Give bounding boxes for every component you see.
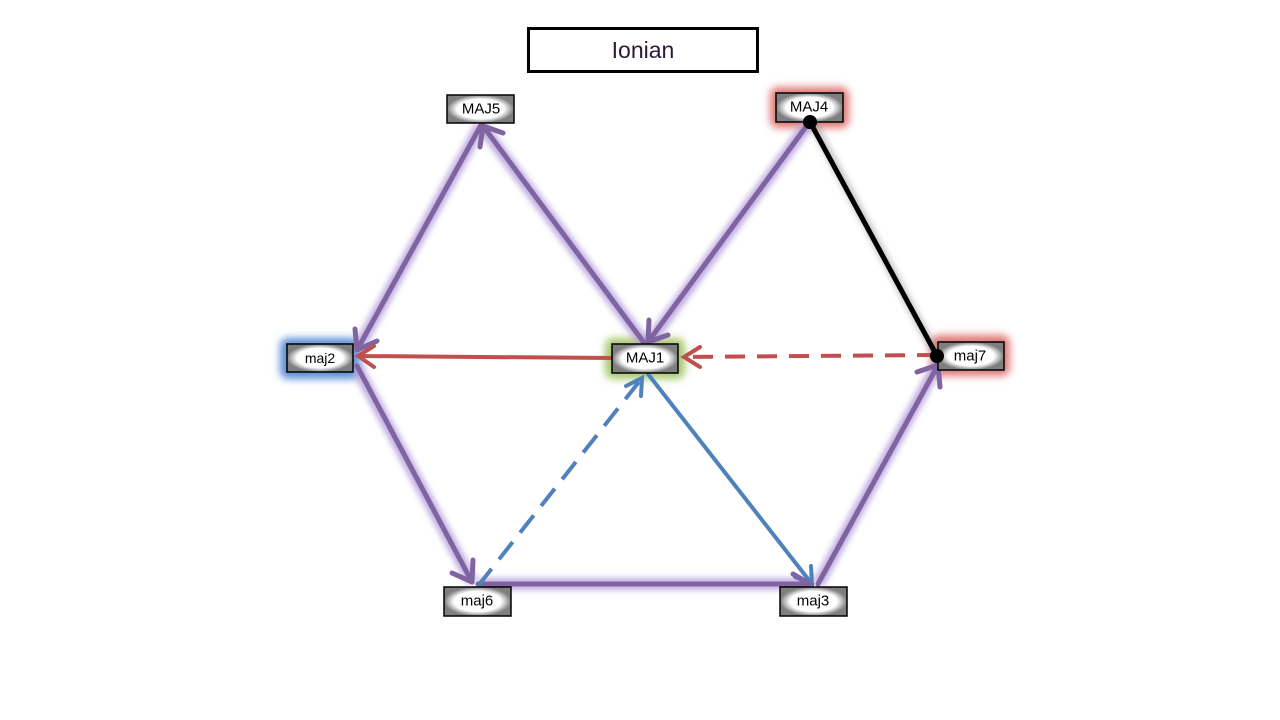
edge-maj1-to-maj3: [646, 372, 815, 588]
node-label: maj3: [797, 593, 830, 610]
node-maj7[interactable]: maj7: [937, 341, 1005, 371]
edge-maj2-to-maj6: [354, 363, 476, 585]
node-maj1[interactable]: MAJ1: [611, 343, 679, 374]
node-label: maj6: [461, 593, 494, 610]
edge-maj7-to-maj1-dashed: [680, 345, 938, 369]
node-maj5[interactable]: MAJ5: [446, 94, 515, 124]
diagram-title: Ionian: [527, 27, 759, 73]
edge-maj4-to-maj1: [645, 121, 811, 345]
edge-maj3-to-maj7: [815, 362, 943, 587]
node-label: maj7: [954, 348, 987, 365]
node-label: MAJ5: [462, 101, 500, 118]
node-maj6[interactable]: maj6: [443, 586, 512, 617]
node-maj3[interactable]: maj3: [779, 586, 848, 617]
node-label: maj2: [305, 350, 336, 366]
edge-maj4-to-maj7: [803, 115, 944, 363]
edge-maj1-to-maj5: [477, 123, 648, 347]
edge-maj5-to-maj2: [352, 122, 484, 353]
edge-maj6-to-maj1-dashed: [476, 374, 645, 588]
node-label: MAJ4: [790, 99, 828, 116]
node-maj2[interactable]: maj2: [286, 343, 354, 373]
edge-maj1-to-maj2: [354, 344, 614, 369]
node-label: MAJ1: [626, 350, 664, 367]
